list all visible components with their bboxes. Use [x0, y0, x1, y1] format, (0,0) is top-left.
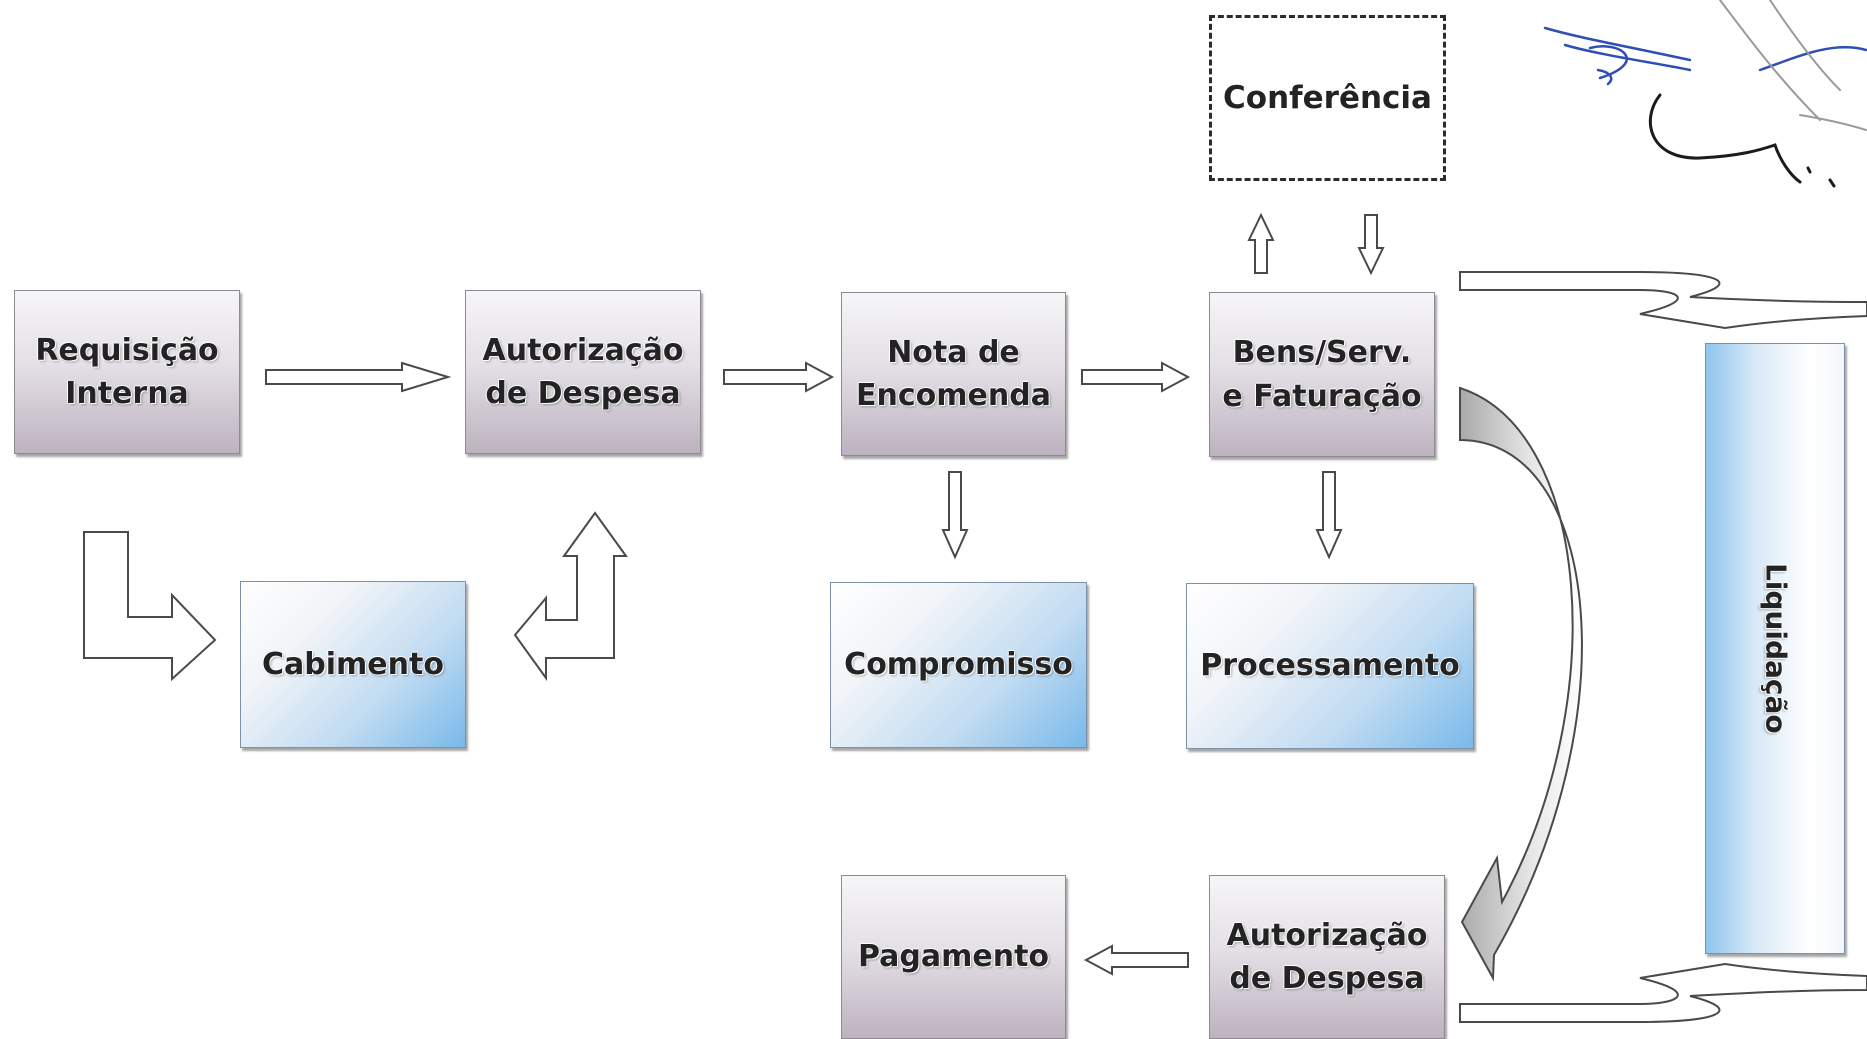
arrow-bens-to-processamento: [1315, 471, 1343, 560]
autorizacao-despesa-box: Autorização de Despesa: [465, 290, 701, 454]
compromisso-label: Compromisso: [844, 647, 1073, 683]
requisicao-line2: Interna: [65, 376, 189, 411]
requisicao-interna-label: Requisição Interna: [35, 329, 218, 416]
cabimento-label: Cabimento: [262, 646, 444, 682]
autorizacao-despesa-bottom-box: Autorização de Despesa: [1209, 875, 1445, 1039]
arrow-requisicao-to-cabimento: [83, 531, 217, 682]
autorizacao2-line2: de Despesa: [1229, 961, 1425, 996]
conferencia-label: Conferência: [1223, 79, 1432, 116]
arrow-nota-to-bens: [1081, 361, 1191, 393]
autorizacao-despesa-bottom-label: Autorização de Despesa: [1227, 914, 1428, 1001]
nota-line2: Encomenda: [856, 378, 1051, 413]
liquidacao-label: Liquidação: [1759, 563, 1793, 734]
pencil-marks: [1719, 0, 1867, 131]
processamento-box: Processamento: [1186, 583, 1474, 749]
nota-line1: Nota de: [887, 334, 1020, 370]
arrow-bens-to-conferencia: [1247, 212, 1275, 274]
arrow-autorizacao2-to-pagamento: [1083, 944, 1189, 976]
arrow-liquidacao-to-autorizacao2: [1459, 962, 1867, 1023]
compromisso-box: Compromisso: [830, 582, 1087, 748]
handwritten-stroke: [1648, 93, 1836, 188]
arrow-conferencia-to-bens: [1357, 214, 1385, 276]
nota-encomenda-label: Nota de Encomenda: [856, 331, 1051, 418]
pagamento-box: Pagamento: [841, 875, 1066, 1039]
pagamento-label: Pagamento: [857, 939, 1050, 975]
nota-encomenda-box: Nota de Encomenda: [841, 292, 1066, 456]
arrow-nota-to-compromisso: [941, 471, 969, 560]
signature-mark: [1543, 26, 1867, 86]
autorizacao-despesa-label: Autorização de Despesa: [483, 329, 684, 416]
arrow-cabimento-to-autorizacao: [513, 511, 628, 682]
autorizacao2-line1: Autorização: [1226, 917, 1428, 953]
liquidacao-box: Liquidação: [1705, 343, 1845, 954]
arrow-bens-to-liquidacao: [1459, 271, 1867, 330]
cabimento-box: Cabimento: [240, 581, 466, 748]
processamento-label: Processamento: [1200, 648, 1460, 684]
arrow-autorizacao-to-nota: [723, 361, 835, 393]
arrow-bens-to-autorizacao2: [1459, 386, 1583, 982]
requisicao-line1: Requisição: [35, 332, 219, 368]
requisicao-interna-box: Requisição Interna: [14, 290, 240, 454]
bens-line2: e Faturação: [1222, 378, 1422, 414]
bens-faturacao-label: Bens/Serv. e Faturação: [1222, 331, 1421, 418]
autorizacao1-line1: Autorização: [482, 332, 684, 368]
conferencia-box: Conferência: [1209, 15, 1446, 181]
arrow-requisicao-to-autorizacao: [265, 361, 452, 393]
bens-faturacao-box: Bens/Serv. e Faturação: [1209, 292, 1435, 457]
bens-line1: Bens/Serv.: [1232, 335, 1412, 370]
autorizacao1-line2: de Despesa: [485, 376, 681, 411]
